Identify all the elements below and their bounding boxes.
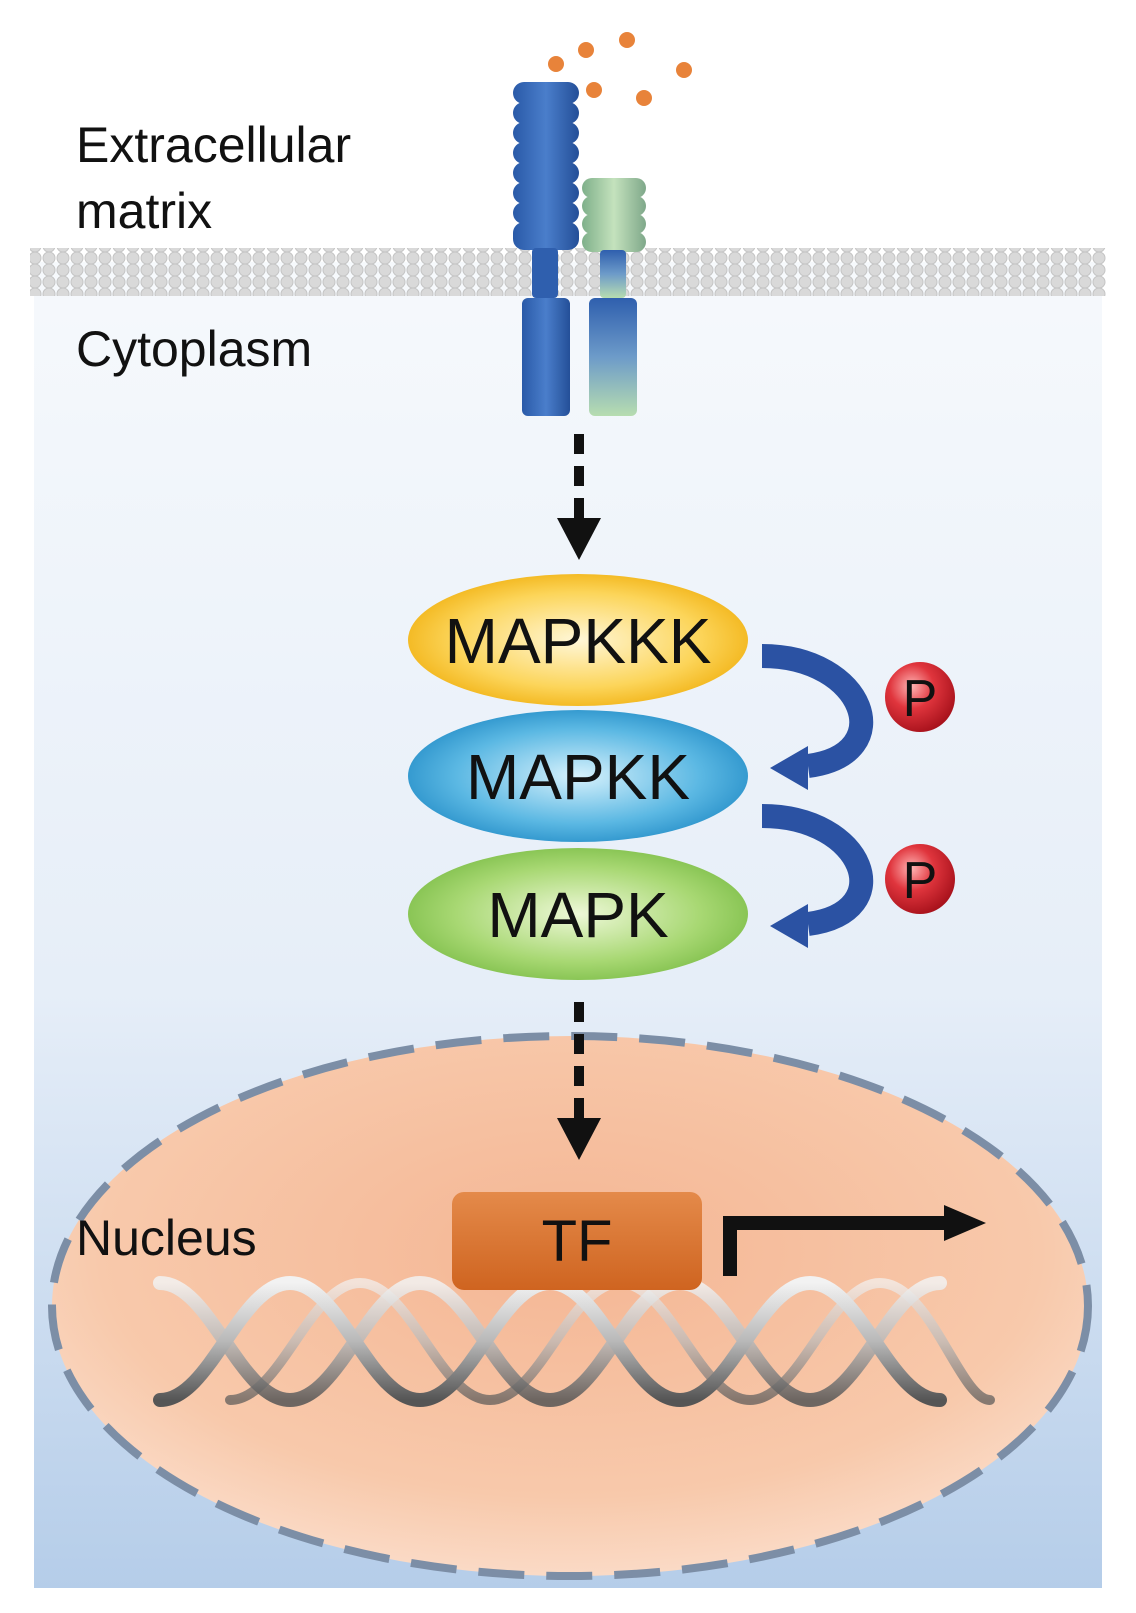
phosphate-label: P bbox=[903, 670, 938, 728]
transcription-start-arrow bbox=[723, 1205, 986, 1276]
ligand-dot bbox=[578, 42, 594, 58]
ligand-dot bbox=[676, 62, 692, 78]
phosphate-group-1: P bbox=[885, 662, 955, 732]
tf-label: TF bbox=[542, 1209, 613, 1274]
mapkkk-node: MAPKKK bbox=[408, 574, 748, 706]
phosphate-group-2: P bbox=[885, 844, 955, 914]
transcription-factor: TF bbox=[452, 1192, 702, 1290]
mapkk-node: MAPKK bbox=[408, 710, 748, 842]
ligand-dot bbox=[586, 82, 602, 98]
extracellular-label-line2: matrix bbox=[76, 183, 212, 239]
ligand-dot bbox=[548, 56, 564, 72]
membrane-receptor bbox=[513, 82, 646, 416]
cytoplasm-label: Cytoplasm bbox=[76, 321, 312, 377]
phosphorylation-arrow-1 bbox=[761, 644, 874, 790]
phosphorylation-arrow-2 bbox=[761, 804, 874, 948]
cell-membrane bbox=[30, 248, 1106, 296]
phosphate-label: P bbox=[903, 852, 938, 910]
ligand-dot bbox=[619, 32, 635, 48]
mapkk-label: MAPKK bbox=[466, 741, 690, 813]
extracellular-label-line1: Extracellular bbox=[76, 117, 351, 173]
ligand-molecules bbox=[548, 32, 692, 106]
mapk-node: MAPK bbox=[408, 848, 748, 980]
receptor-green-subunit bbox=[582, 178, 646, 416]
receptor-blue-subunit bbox=[513, 82, 579, 416]
nucleus-label: Nucleus bbox=[76, 1210, 257, 1266]
nucleus bbox=[48, 1032, 1092, 1580]
mapk-label: MAPK bbox=[487, 879, 668, 951]
mapkkk-label: MAPKKK bbox=[445, 605, 712, 677]
signal-arrow-receptor-to-mapkkk bbox=[557, 434, 601, 560]
ligand-dot bbox=[636, 90, 652, 106]
signal-arrow-mapk-to-tf bbox=[557, 1002, 601, 1160]
